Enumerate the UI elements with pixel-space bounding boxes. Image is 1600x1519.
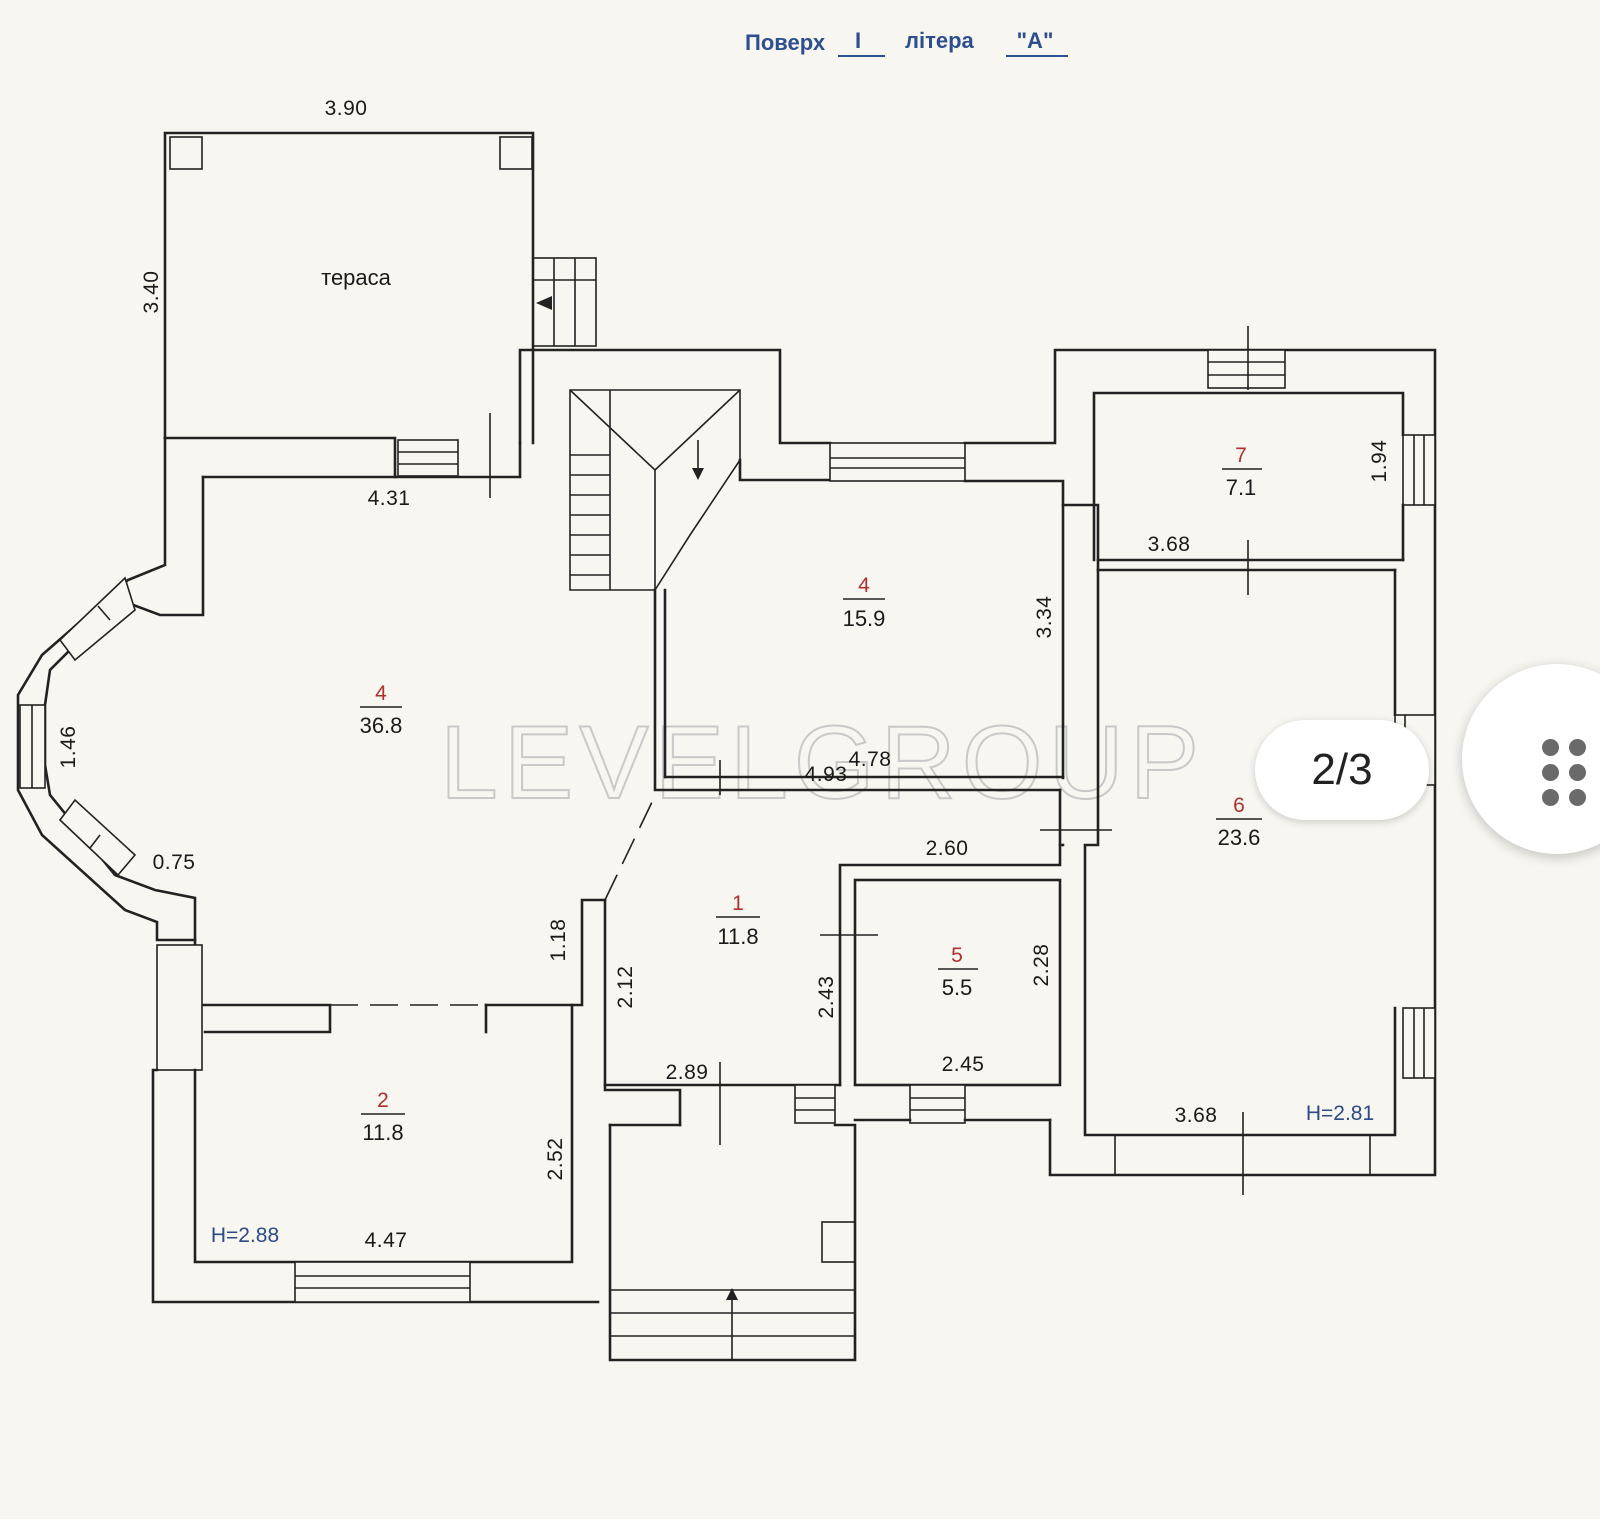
floor-label: Поверх — [745, 30, 826, 55]
walls — [16, 131, 1437, 1362]
room-number: 2 — [377, 1089, 389, 1112]
room-number: 1 — [732, 892, 744, 915]
floor-value: I — [855, 28, 861, 53]
room-area: 36.8 — [360, 713, 403, 738]
dimension-label: 2.43 — [815, 976, 838, 1019]
room-labels: тераса 4 36.8 4 15.9 7 7.1 6 23.6 1 11.8… — [321, 265, 1262, 1145]
dimension-label: 2.45 — [942, 1053, 985, 1076]
terrace-label: тераса — [321, 265, 392, 290]
dimension-label: 0.75 — [153, 851, 196, 874]
letter-value: "А" — [1017, 28, 1054, 53]
room-area: 23.6 — [1218, 825, 1261, 850]
room-area: 11.8 — [717, 924, 758, 949]
plan-header: Поверх I літера "А" — [745, 28, 1068, 57]
ceiling-height-right: H=2.81 — [1306, 1102, 1374, 1125]
room-number: 6 — [1233, 794, 1245, 817]
dimension-label: 1.46 — [57, 726, 80, 769]
dimension-label: 3.40 — [140, 271, 163, 314]
dimension-label: 3.68 — [1148, 533, 1191, 556]
page-indicator[interactable]: 2/3 — [1255, 720, 1429, 820]
dimension-label: 2.60 — [926, 837, 969, 860]
room-number: 4 — [858, 574, 870, 597]
dimension-labels: 3.90 3.40 4.31 1.46 0.75 1.18 2.12 2.89 … — [57, 97, 1391, 1252]
watermark: LEVELGROUP — [440, 705, 1205, 821]
room-area: 5.5 — [942, 975, 973, 1000]
dimension-label: 4.93 — [805, 763, 848, 786]
dimension-label: 1.94 — [1368, 440, 1391, 483]
room-area: 11.8 — [362, 1120, 403, 1145]
dimension-label: 4.47 — [365, 1229, 408, 1252]
dimension-label: 2.12 — [614, 966, 637, 1009]
room-area: 7.1 — [1226, 475, 1257, 500]
dimension-label: 3.34 — [1033, 596, 1056, 639]
dimension-label: 2.52 — [544, 1138, 567, 1181]
dimension-label: 4.78 — [849, 748, 892, 771]
dimension-label: 2.28 — [1030, 944, 1053, 987]
page-indicator-text: 2/3 — [1311, 745, 1373, 794]
room-area: 15.9 — [843, 606, 886, 631]
room-number: 7 — [1235, 444, 1247, 467]
dimension-label: 3.90 — [325, 97, 368, 120]
dimension-label: 1.18 — [547, 919, 570, 962]
letter-label: літера — [905, 28, 975, 53]
dimension-label: 4.31 — [368, 487, 411, 510]
dimension-label: 2.89 — [666, 1061, 709, 1084]
ceiling-height-left: H=2.88 — [211, 1224, 279, 1247]
dimension-label: 3.68 — [1175, 1104, 1218, 1127]
room-number: 4 — [375, 682, 387, 705]
room-number: 5 — [951, 944, 963, 967]
